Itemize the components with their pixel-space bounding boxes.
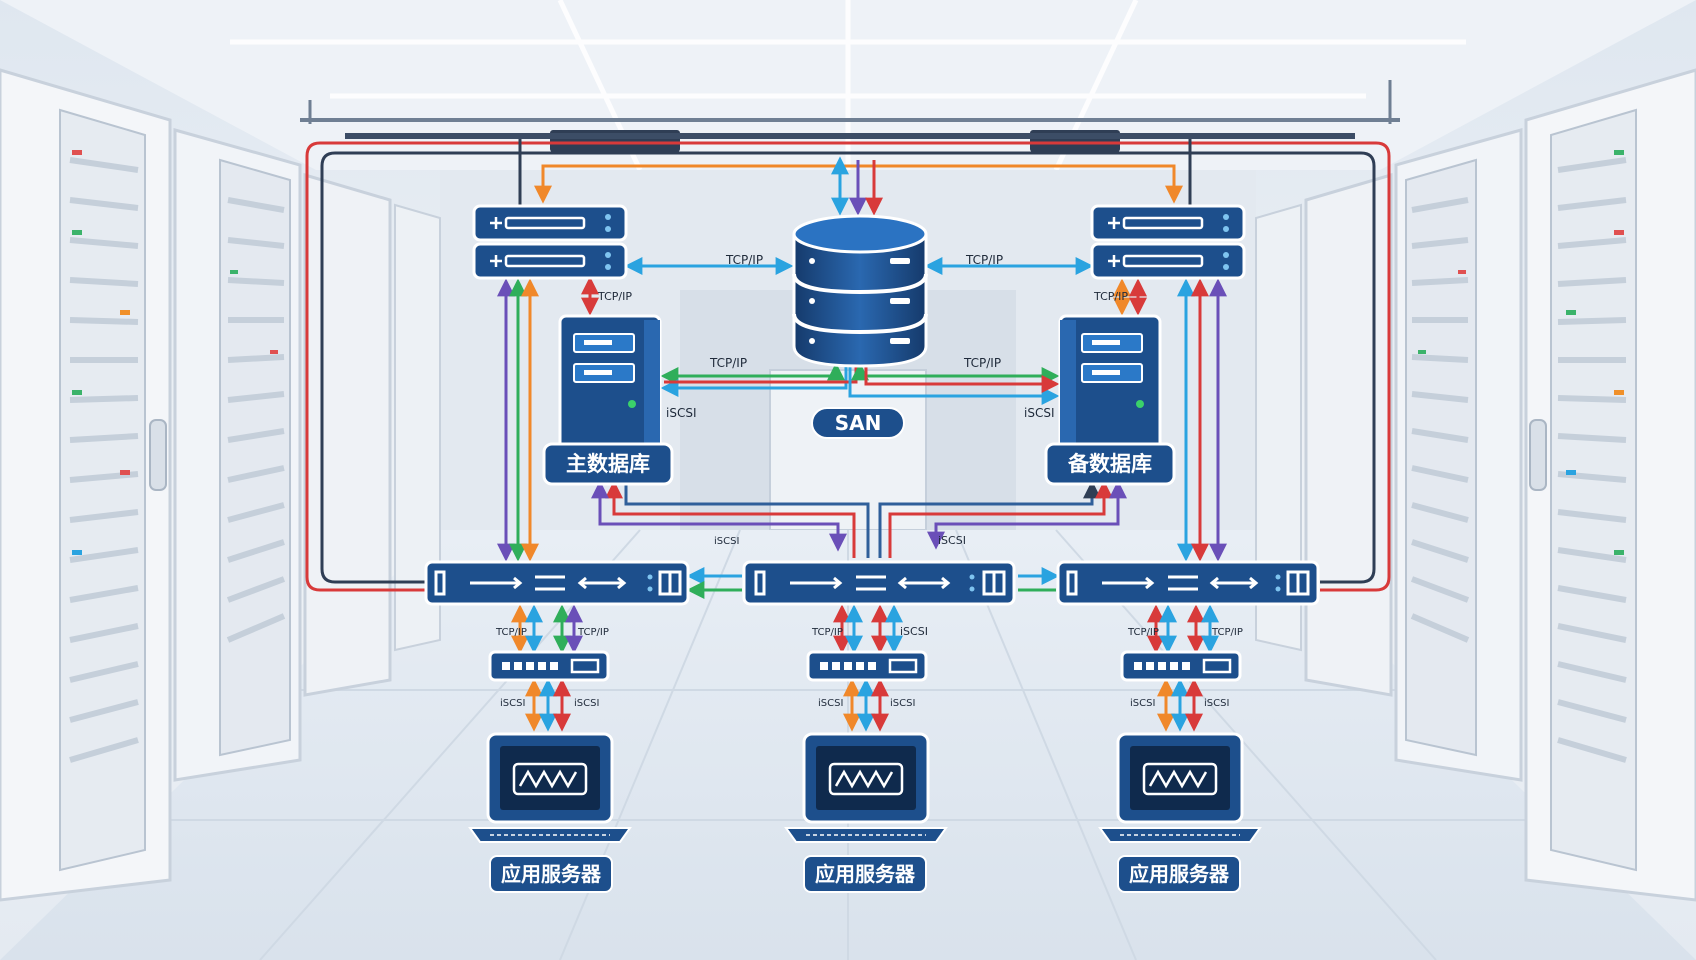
label-tcp-right-short: TCP/IP (1093, 290, 1128, 303)
core-switch-center (742, 560, 1016, 606)
app-server-center: 应用服务器 (784, 732, 948, 893)
laptop-monitor-icon (784, 732, 948, 843)
network-switch-icon (434, 570, 682, 596)
backup-db-to-core-purple (927, 480, 1127, 550)
app-server-left-label: 应用服务器 (501, 862, 602, 886)
green-san-backup (851, 362, 1060, 385)
access-to-app-center (843, 678, 889, 732)
laptop-monitor-icon (1098, 732, 1262, 843)
access-switch-right (1120, 650, 1242, 682)
rack-switch-left (472, 204, 628, 280)
tower-server-icon (558, 314, 662, 454)
backup-db-label: 备数据库 (1067, 452, 1152, 476)
core-to-access-left (511, 604, 583, 654)
blue-san-backup (848, 366, 1060, 405)
label-access-right-bottom-right: iSCSI (1204, 698, 1229, 709)
backup-database-server: 备数据库 (1044, 314, 1176, 486)
core-to-access-right (1147, 604, 1219, 654)
top-cable-tray (300, 80, 1400, 152)
label-access-center-bottom-right: iSCSI (890, 698, 915, 709)
outer-red-loop (305, 141, 1391, 592)
label-access-left-bottom-left: iSCSI (500, 698, 525, 709)
app-server-left: 应用服务器 (468, 732, 632, 893)
label-access-left-top-left: TCP/IP (495, 627, 527, 638)
label-access-center-top-left: TCP/IP (811, 627, 843, 638)
app-server-right-label: 应用服务器 (1129, 862, 1230, 886)
label-access-center-top-right: iSCSI (900, 625, 928, 638)
access-to-app-left (525, 678, 571, 732)
primary-db-label: 主数据库 (566, 452, 650, 476)
right-server-racks (1255, 68, 1696, 902)
left-server-racks (0, 68, 441, 902)
access-switch-icon (820, 658, 918, 674)
primary-database-server: 主数据库 (542, 314, 674, 486)
label-tcp-top-left: TCP/IP (725, 253, 763, 267)
access-switch-icon (502, 658, 600, 674)
core-switch-right (1056, 560, 1320, 606)
network-switch-icon (1066, 570, 1310, 596)
network-switch-icon (754, 570, 1006, 596)
primary-db-to-core-purple (591, 480, 847, 552)
rack-switch-icon (1108, 216, 1204, 268)
label-tcp-mid-left: TCP/IP (709, 356, 747, 370)
red-san-backup (864, 366, 1060, 393)
app-server-right: 应用服务器 (1098, 732, 1262, 893)
outer-dark-loop (320, 151, 1376, 584)
label-tcp-left-short: TCP/IP (597, 290, 632, 303)
san-database: SAN (792, 214, 928, 439)
label-access-left-bottom-right: iSCSI (574, 698, 599, 709)
label-iscsi-right: iSCSI (1024, 406, 1055, 420)
access-switch-icon (1134, 658, 1232, 674)
green-san-primary (660, 362, 845, 385)
access-switch-left (488, 650, 610, 682)
label-tcp-top-right: TCP/IP (965, 253, 1003, 267)
label-access-center-bottom-left: iSCSI (818, 698, 843, 709)
link-labels: TCP/IP TCP/IP TCP/IP TCP/IP TCP/IP TCP/I… (495, 253, 1243, 709)
database-cylinder-icon (792, 214, 928, 368)
label-access-left-top-right: TCP/IP (577, 627, 609, 638)
core-switch-left (424, 560, 690, 606)
core-to-access-center (833, 604, 903, 654)
label-iscsi-center-left: iSCSI (714, 536, 739, 547)
tower-server-icon (1058, 314, 1162, 454)
app-server-center-label: 应用服务器 (815, 862, 916, 886)
label-iscsi-left: iSCSI (666, 406, 697, 420)
label-tcp-mid-right: TCP/IP (963, 356, 1001, 370)
label-access-right-top-right: TCP/IP (1211, 627, 1243, 638)
label-access-right-top-left: TCP/IP (1127, 627, 1159, 638)
blue-san-primary (660, 366, 848, 397)
label-iscsi-center-right: iSCSI (938, 534, 966, 547)
rack-switch-right (1090, 204, 1246, 280)
laptop-monitor-icon (468, 732, 632, 843)
san-label: SAN (835, 411, 882, 435)
label-access-right-bottom-left: iSCSI (1130, 698, 1155, 709)
access-to-app-right (1157, 678, 1203, 732)
network-links (305, 139, 1391, 732)
rack-switch-icon (490, 216, 586, 268)
access-switch-center (806, 650, 928, 682)
